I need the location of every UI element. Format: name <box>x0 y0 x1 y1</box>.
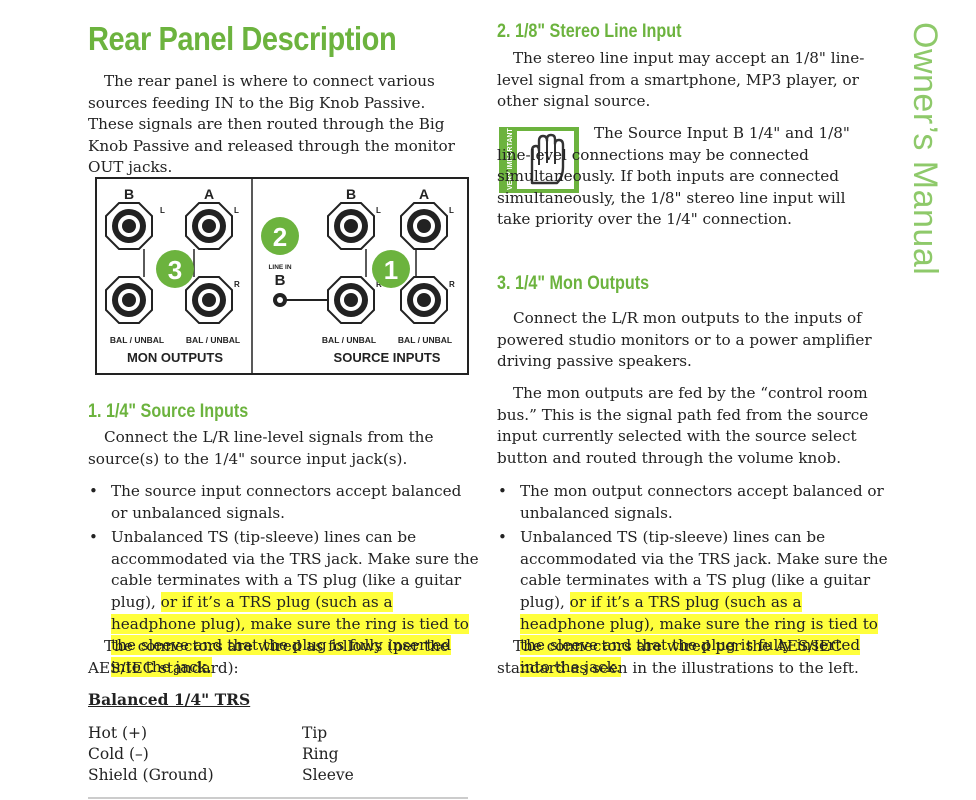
table-cell: Shield (Ground) <box>88 766 214 784</box>
section-2-paragraph: The stereo line input may accept an 1/8"… <box>497 49 865 111</box>
side-tag-l: L <box>376 206 381 215</box>
side-tag-l: L <box>449 206 454 215</box>
divider <box>88 797 468 799</box>
jack-mon-a-r <box>185 276 233 324</box>
jack-mon-a-l <box>185 202 233 250</box>
svg-text:VERY IMPORTANT: VERY IMPORTANT <box>507 128 514 190</box>
intro-paragraph: The rear panel is where to connect vario… <box>88 72 455 177</box>
svg-text:3: 3 <box>168 255 182 285</box>
jack-src-a-r <box>400 276 448 324</box>
table-cell: Tip <box>302 724 328 742</box>
jack-letter: A <box>204 186 214 202</box>
side-tag-l: L <box>160 206 165 215</box>
warning-paragraph: The Source Input B 1/4" and 1/8" line-le… <box>497 124 850 229</box>
side-tag-r: R <box>376 280 382 289</box>
table-heading: Balanced 1/4" TRS <box>88 690 251 709</box>
section-1-paragraph-2: The connectors are wired as follows (per… <box>88 637 449 677</box>
bal-unbal-label: BAL / UNBAL <box>322 335 376 345</box>
jack-letter: B <box>124 186 134 202</box>
jack-mon-b-l <box>105 202 153 250</box>
jack-letter: A <box>419 186 429 202</box>
section-3-paragraph-2: The mon outputs are fed by the “control … <box>497 384 869 467</box>
section-1-paragraph: Connect the L/R line-level signals from … <box>88 428 434 468</box>
list-item: The source input connectors accept balan… <box>88 481 480 524</box>
page-title: Rear Panel Description <box>88 20 397 57</box>
bal-unbal-label: BAL / UNBAL <box>186 335 240 345</box>
section-1-bullets: The source input connectors accept balan… <box>88 481 480 681</box>
jack-letter: B <box>346 186 356 202</box>
very-important-hand-icon: VERY IMPORTANT <box>499 127 579 193</box>
side-tag-r: R <box>234 280 240 289</box>
table-cell: Hot (+) <box>88 724 148 742</box>
list-item: The mon output connectors accept balance… <box>497 481 889 524</box>
section-3-paragraph-3: The connectors are wired per the AES/IEC… <box>497 637 859 677</box>
section-1-heading: 1. 1/4" Source Inputs <box>88 401 249 422</box>
line-in-label: LINE IN <box>268 264 291 271</box>
rear-panel-diagram: B A B A L L L L R R R LINE IN B 3 2 1 BA… <box>95 177 469 375</box>
list-item: Unbalanced TS (tip-sleeve) lines can be … <box>88 527 480 678</box>
jack-mon-b-r <box>105 276 153 324</box>
section-3-heading: 3. 1/4" Mon Outputs <box>497 273 650 294</box>
section-2-heading: 2. 1/8" Stereo Line Input <box>497 21 682 42</box>
section-3-bullets: The mon output connectors accept balance… <box>497 481 889 681</box>
jack-src-b-l <box>327 202 375 250</box>
svg-text:2: 2 <box>273 222 287 252</box>
side-tag-r: R <box>449 280 455 289</box>
source-inputs-label: SOURCE INPUTS <box>334 350 441 365</box>
table-cell: Ring <box>302 745 339 763</box>
side-tag-l: L <box>234 206 239 215</box>
jack-src-b-r <box>327 276 375 324</box>
svg-text:1: 1 <box>384 255 398 285</box>
bal-unbal-label: BAL / UNBAL <box>110 335 164 345</box>
list-item: Unbalanced TS (tip-sleeve) lines can be … <box>497 527 889 678</box>
table-cell: Sleeve <box>302 766 354 784</box>
table-cell: Cold (–) <box>88 745 149 763</box>
bal-unbal-label: BAL / UNBAL <box>398 335 452 345</box>
section-3-paragraph-1: Connect the L/R mon outputs to the input… <box>497 309 872 371</box>
side-label: Owner’s Manual <box>906 22 944 276</box>
badge-3 <box>156 250 194 288</box>
line-in-b-label: B <box>275 272 286 289</box>
badge-2 <box>261 217 299 255</box>
badge-1 <box>372 250 410 288</box>
mon-outputs-label: MON OUTPUTS <box>127 350 223 365</box>
jack-src-a-l <box>400 202 448 250</box>
